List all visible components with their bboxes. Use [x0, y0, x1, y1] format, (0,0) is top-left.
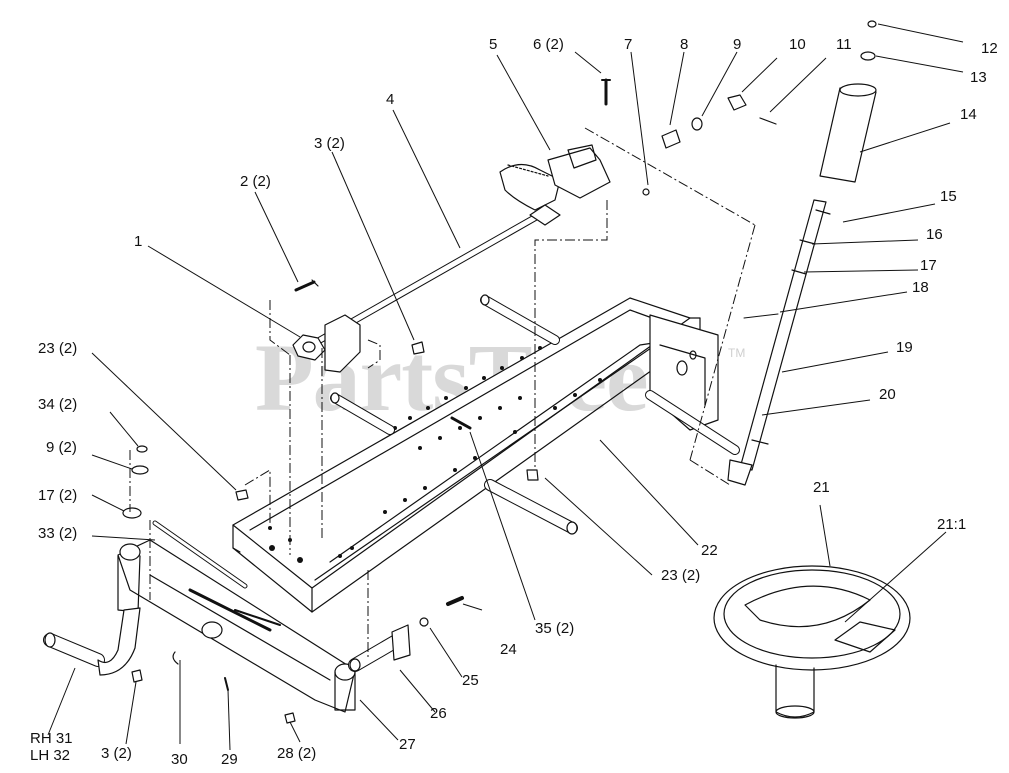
spacer-part-8: [662, 130, 680, 148]
washer-part-17-left: [123, 508, 141, 518]
clip-part-30: [173, 652, 178, 664]
callout-lh-32: LH 32: [30, 747, 71, 764]
callout-1: 1: [134, 233, 143, 250]
steering-column-parts: [728, 21, 876, 485]
callout-17-left: 17 (2): [38, 487, 78, 504]
callout-10: 10: [789, 36, 806, 53]
main-frame-part-22: [233, 295, 735, 612]
callout-6: 6 (2): [533, 36, 564, 53]
callout-21-1: 21:1: [937, 516, 967, 533]
watermark-trademark: TM: [728, 346, 746, 360]
washer-part-9: [692, 118, 702, 130]
callout-2: 2 (2): [240, 173, 271, 190]
spindle-part-31-32: [45, 608, 140, 675]
callout-35: 35 (2): [535, 620, 575, 637]
callout-18: 18: [912, 279, 929, 296]
clip-part-34: [137, 446, 147, 452]
nut-part-3-bottom: [132, 670, 142, 682]
pivot-bracket-parts-24-26: [350, 598, 462, 671]
callout-24: 24: [500, 641, 517, 658]
washer-part-9-left: [132, 466, 148, 474]
callout-11: 11: [836, 36, 852, 53]
callout-rh-31: RH 31: [30, 730, 73, 747]
callout-21: 21: [813, 479, 830, 496]
flange-bearing-part-1: [293, 280, 325, 360]
nut-part-28: [285, 713, 295, 723]
callout-4: 4: [386, 91, 395, 108]
callout-34: 34 (2): [38, 396, 78, 413]
callout-13: 13: [970, 69, 987, 86]
callout-7: 7: [624, 36, 633, 53]
callout-8: 8: [680, 36, 689, 53]
nut-part-23-right: [527, 470, 538, 480]
callout-5: 5: [489, 36, 498, 53]
callout-27: 27: [399, 736, 416, 753]
nut-part-10: [728, 95, 746, 110]
callout-20: 20: [879, 386, 896, 403]
steering-shaft-part-4: [320, 145, 610, 372]
callout-3-top: 3 (2): [314, 135, 345, 152]
steering-wheel-part-21: [714, 566, 910, 718]
callout-15: 15: [940, 188, 957, 205]
callout-17: 17: [920, 257, 937, 274]
front-axle-part-27: [118, 540, 355, 712]
callout-22: 22: [701, 542, 718, 559]
bushing-part-35: [452, 418, 470, 428]
callout-9-left: 9 (2): [46, 439, 77, 456]
callout-25: 25: [462, 672, 479, 689]
nut-part-7: [643, 189, 649, 195]
nut-part-23-left: [236, 490, 248, 500]
callout-16: 16: [926, 226, 943, 243]
callout-33: 33 (2): [38, 525, 78, 542]
callout-23-right: 23 (2): [661, 567, 701, 584]
pin-part-11: [760, 118, 776, 124]
callout-28: 28 (2): [277, 745, 317, 762]
callout-30: 30: [171, 751, 188, 768]
nut-part-3-top: [412, 342, 424, 354]
callout-12: 12: [981, 40, 998, 57]
grease-fitting-part-29: [225, 678, 228, 690]
callout-19: 19: [896, 339, 913, 356]
callout-29: 29: [221, 751, 238, 768]
callout-9: 9: [733, 36, 742, 53]
callout-23-left: 23 (2): [38, 340, 78, 357]
callout-14: 14: [960, 106, 977, 123]
callout-3-bottom: 3 (2): [101, 745, 132, 762]
callout-26: 26: [430, 705, 447, 722]
